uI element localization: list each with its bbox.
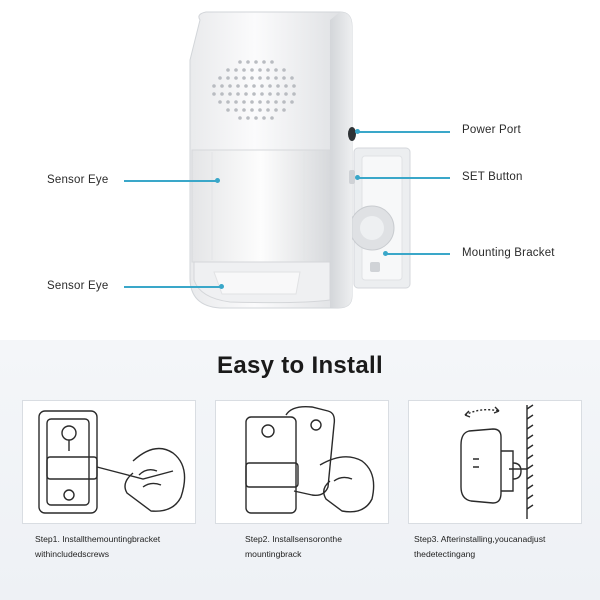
step-1-caption-line1: Step1. Installthemountingbracket — [35, 534, 161, 544]
leader-set-button — [358, 177, 450, 179]
motion-sensor-device — [189, 11, 411, 309]
label-mounting-bracket: Mounting Bracket — [462, 247, 555, 259]
step-3-caption-line1: Step3. Afterinstalling,youcanadjust — [414, 534, 546, 544]
dot-mounting-bracket — [383, 251, 388, 256]
mounting-bracket-shape — [349, 147, 411, 289]
step-1-panel — [22, 400, 196, 524]
label-sensor-eye-lower: Sensor Eye — [47, 280, 109, 292]
leader-mounting-bracket — [386, 253, 450, 255]
install-title: Easy to Install — [217, 352, 383, 379]
dot-sensor-eye-lower — [219, 284, 224, 289]
step-2-illustration — [245, 405, 375, 514]
leader-sensor-eye-upper — [124, 180, 218, 182]
dot-sensor-eye-upper — [215, 178, 220, 183]
step-2-caption-line2: mountingbrack — [245, 549, 302, 559]
step-2-panel — [215, 400, 389, 524]
step-3-caption: Step3. Afterinstalling,youcanadjust thed… — [414, 532, 545, 562]
step-1-caption-line2: withincludedscrews — [35, 549, 110, 559]
step-3-panel — [408, 400, 582, 524]
speaker-grille — [212, 60, 296, 120]
step-3-caption-line2: thedetectingang — [414, 549, 476, 559]
label-set-button: SET Button — [462, 171, 523, 183]
step-2-caption: Step2. Installsensoronthe mountingbrack — [245, 532, 342, 562]
step-1-illustration — [38, 410, 186, 514]
leader-power-port — [358, 131, 450, 133]
step-1-caption: Step1. Installthemountingbracket withinc… — [35, 532, 160, 562]
product-hero: Power Port SET Button Mounting Bracket S… — [47, 11, 555, 309]
step-2-caption-line1: Step2. Installsensoronthe — [245, 534, 342, 544]
dot-set-button — [355, 175, 360, 180]
label-sensor-eye-upper: Sensor Eye — [47, 174, 109, 186]
step-3-illustration — [460, 404, 534, 519]
dot-power-port — [355, 129, 360, 134]
leader-sensor-eye-lower — [124, 286, 222, 288]
label-power-port: Power Port — [462, 124, 521, 136]
